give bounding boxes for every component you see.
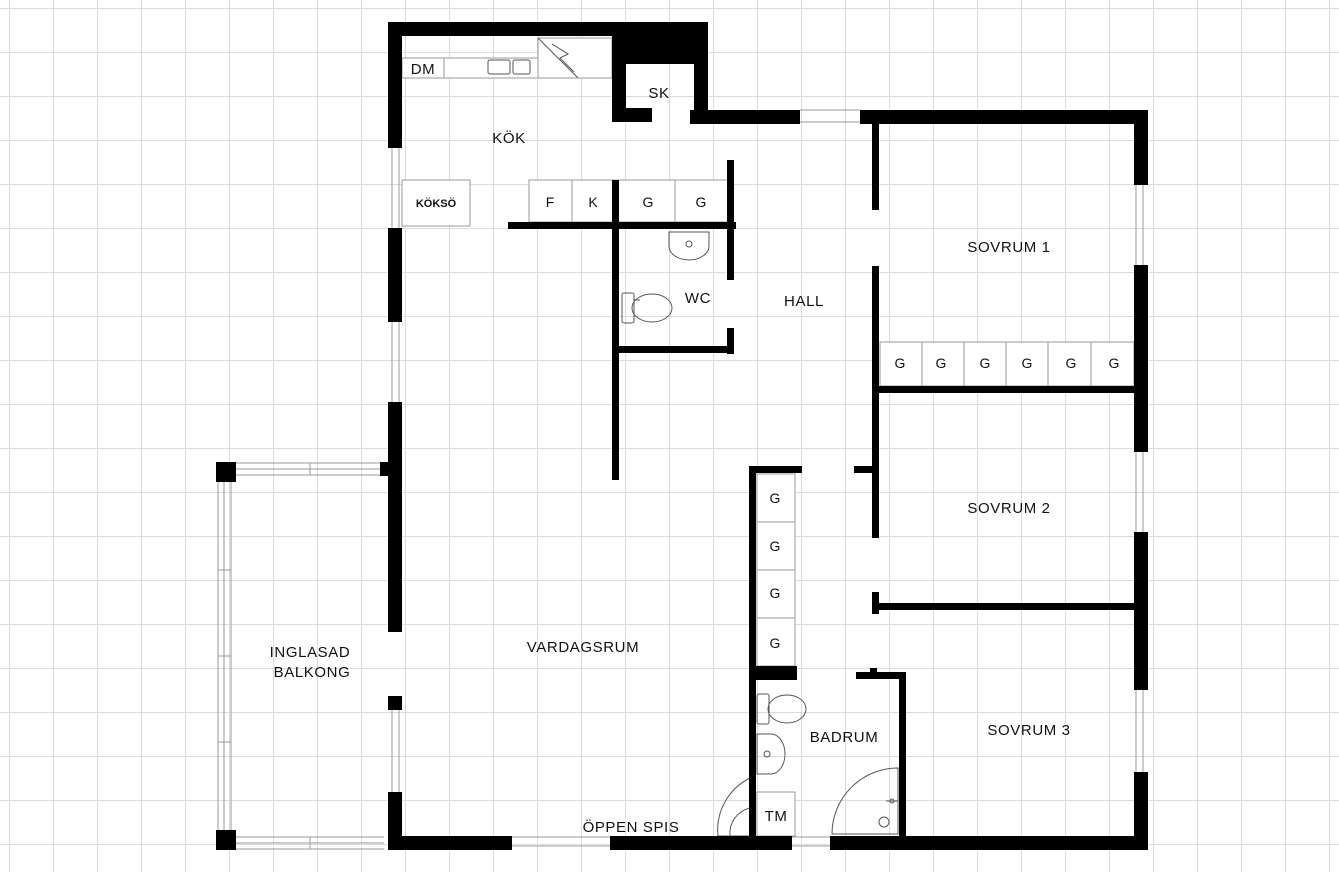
label-sovrum-3: SOVRUM 3	[987, 722, 1070, 739]
fireplace-icon	[717, 777, 751, 837]
closet-label: G	[770, 538, 781, 554]
wc-washbasin-icon	[668, 231, 710, 261]
wc-toilet-icon	[621, 292, 673, 324]
room-labels: KÖK DM SK KÖKSÖ WC HALL SOVRUM 1 SOVRUM …	[270, 61, 1070, 836]
kitchen-unit-labels: F K G G	[546, 194, 707, 210]
kitchen-island	[401, 179, 471, 227]
closet-label: G	[1022, 355, 1033, 371]
closet-label: G	[770, 490, 781, 506]
label-sk: SK	[648, 85, 669, 102]
label-sovrum-1: SOVRUM 1	[967, 239, 1050, 256]
kitchen-fixtures	[401, 37, 732, 227]
closet-label: G	[1066, 355, 1077, 371]
closet-label: G	[1109, 355, 1120, 371]
closet-label: G	[980, 355, 991, 371]
shower-icon	[831, 767, 899, 835]
label-koksoe: KÖKSÖ	[416, 197, 457, 210]
label-kok: KÖK	[492, 129, 525, 147]
closet-label: G	[770, 585, 781, 601]
label-dm: DM	[411, 61, 436, 78]
label-sovrum-2: SOVRUM 2	[967, 500, 1050, 517]
label-hall: HALL	[784, 293, 824, 310]
closet-label: G	[936, 355, 947, 371]
kitchen-unit-label: F	[546, 194, 555, 210]
label-wc: WC	[685, 290, 711, 307]
bedroom1-closet-labels: G G G G G G	[895, 355, 1120, 371]
kitchen-sink-icon	[487, 59, 531, 75]
kitchen-unit-label: G	[643, 194, 654, 210]
walls	[216, 22, 1148, 850]
label-vardagsrum: VARDAGSRUM	[527, 639, 639, 656]
label-balkong-line1: INGLASAD	[270, 644, 351, 661]
hall-closet-labels: G G G G	[770, 490, 781, 651]
closet-label: G	[770, 635, 781, 651]
kitchen-unit-label: K	[588, 194, 598, 210]
label-badrum: BADRUM	[810, 729, 879, 746]
bathroom-washbasin-icon	[756, 733, 786, 775]
label-balkong-line2: BALKONG	[274, 664, 351, 681]
appliance-icon	[537, 37, 613, 79]
label-tm: TM	[765, 808, 788, 825]
bedroom1-closet	[879, 341, 1135, 387]
kitchen-unit-label: G	[696, 194, 707, 210]
bathroom-toilet-icon	[756, 693, 807, 725]
windows	[217, 109, 1144, 850]
closet-label: G	[895, 355, 906, 371]
label-oppen-spis: ÖPPEN SPIS	[583, 818, 680, 836]
